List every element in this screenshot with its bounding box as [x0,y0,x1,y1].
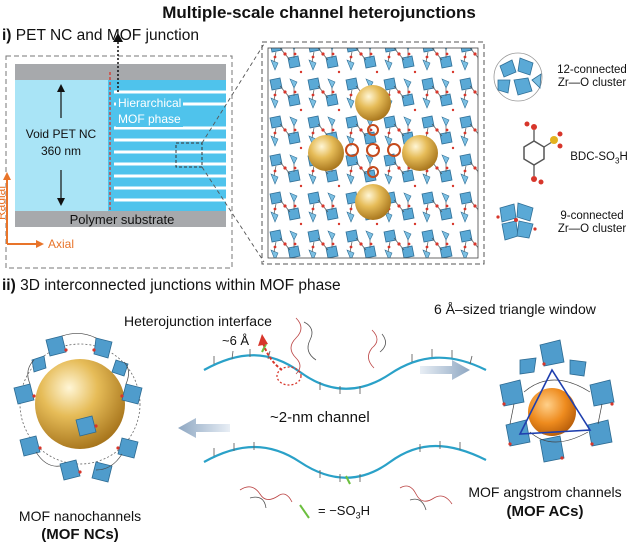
mof-crystal-structure [261,41,485,265]
zoom-box [175,142,203,168]
polymer-substrate-label: Polymer substrate [69,212,175,227]
arrow-to-nc [178,418,230,438]
section-i-prefix: i) [2,27,12,44]
triangle-window-label: 6 Å–sized triangle window [434,301,596,317]
channel-wall-top [203,354,487,390]
pore-sphere [355,85,391,121]
bottom-substrate-band [15,211,226,227]
mof-ac-short: (MOF ACs) [506,503,584,520]
so3h-legend-label: = −SO3H [318,503,370,521]
linker-end: H [619,151,628,163]
void-label-line2: 360 nm [40,144,82,158]
cluster-9-icon [496,202,537,241]
heterojunction-interface-label: Heterojunction interface [124,313,272,329]
mof-phase-label: Hierarchical MOF phase [116,95,224,127]
void-pet-nc-label: Void PET NC 360 nm [18,126,104,160]
so3h-legend-mark [299,504,310,519]
mof-label-line2: MOF phase [116,111,183,127]
channel-wall-bottom [203,445,487,479]
cluster-9-line1: 9-connected [560,210,624,222]
cluster-12-line1: 12-connected [557,64,627,76]
cluster-12-icon [493,52,543,102]
top-substrate-band [15,64,226,80]
mof-nc-caption: MOF nanochannels [18,508,142,524]
channel-walls [203,317,487,519]
so3h-eq: = −SO [318,503,356,518]
mof-label-line1: Hierarchical [116,95,184,111]
pore-sphere [355,184,391,220]
section-i-header: i) PET NC and MOF junction [2,27,199,45]
linker-sub: 3 [614,156,620,166]
axial-axis-label: Axial [48,237,75,251]
pore-sphere [308,135,344,171]
interface-circle [276,366,302,386]
cluster-9-line2: Zr—O cluster [557,223,627,235]
cluster-9-label: 9-connected Zr—O cluster [548,210,636,236]
interface-arrow [261,339,283,371]
section-ii-label: 3D interconnected junctions within MOF p… [20,277,341,294]
triangle-window [518,368,592,435]
cluster-12-label: 12-connected Zr—O cluster [548,64,636,90]
channel-size-label: ~2-nm channel [270,409,370,426]
mof-ac-caption: MOF angstrom channels [468,484,622,500]
section-i-label: PET NC and MOF junction [15,27,199,44]
interface-size-label: ~6 Å [222,333,250,348]
cluster-12-line2: Zr—O cluster [557,77,627,89]
figure-title: Multiple-scale channel heterojunctions [162,3,476,22]
void-label-line1: Void PET NC [25,127,97,141]
so3h-end: H [360,503,370,518]
section-ii-header: ii) 3D interconnected junctions within M… [2,277,341,295]
bdc-so3h-icon [523,121,563,185]
pore-sphere [402,135,438,171]
pet-nc-schematic [3,33,265,269]
mof-nc-cage [13,333,143,483]
linker-label: BDC-SO3H [563,151,635,167]
section-ii-prefix: ii) [2,277,16,294]
radial-axis-label: Radial [0,185,9,221]
so3h-sub: 3 [355,510,361,521]
junction-pointer-arrowhead [113,33,123,42]
mof-ac-structure [499,339,615,463]
linker-text: BDC-SO [570,151,615,163]
arrow-to-ac [420,360,470,380]
mof-nc-short: (MOF NCs) [41,526,119,543]
